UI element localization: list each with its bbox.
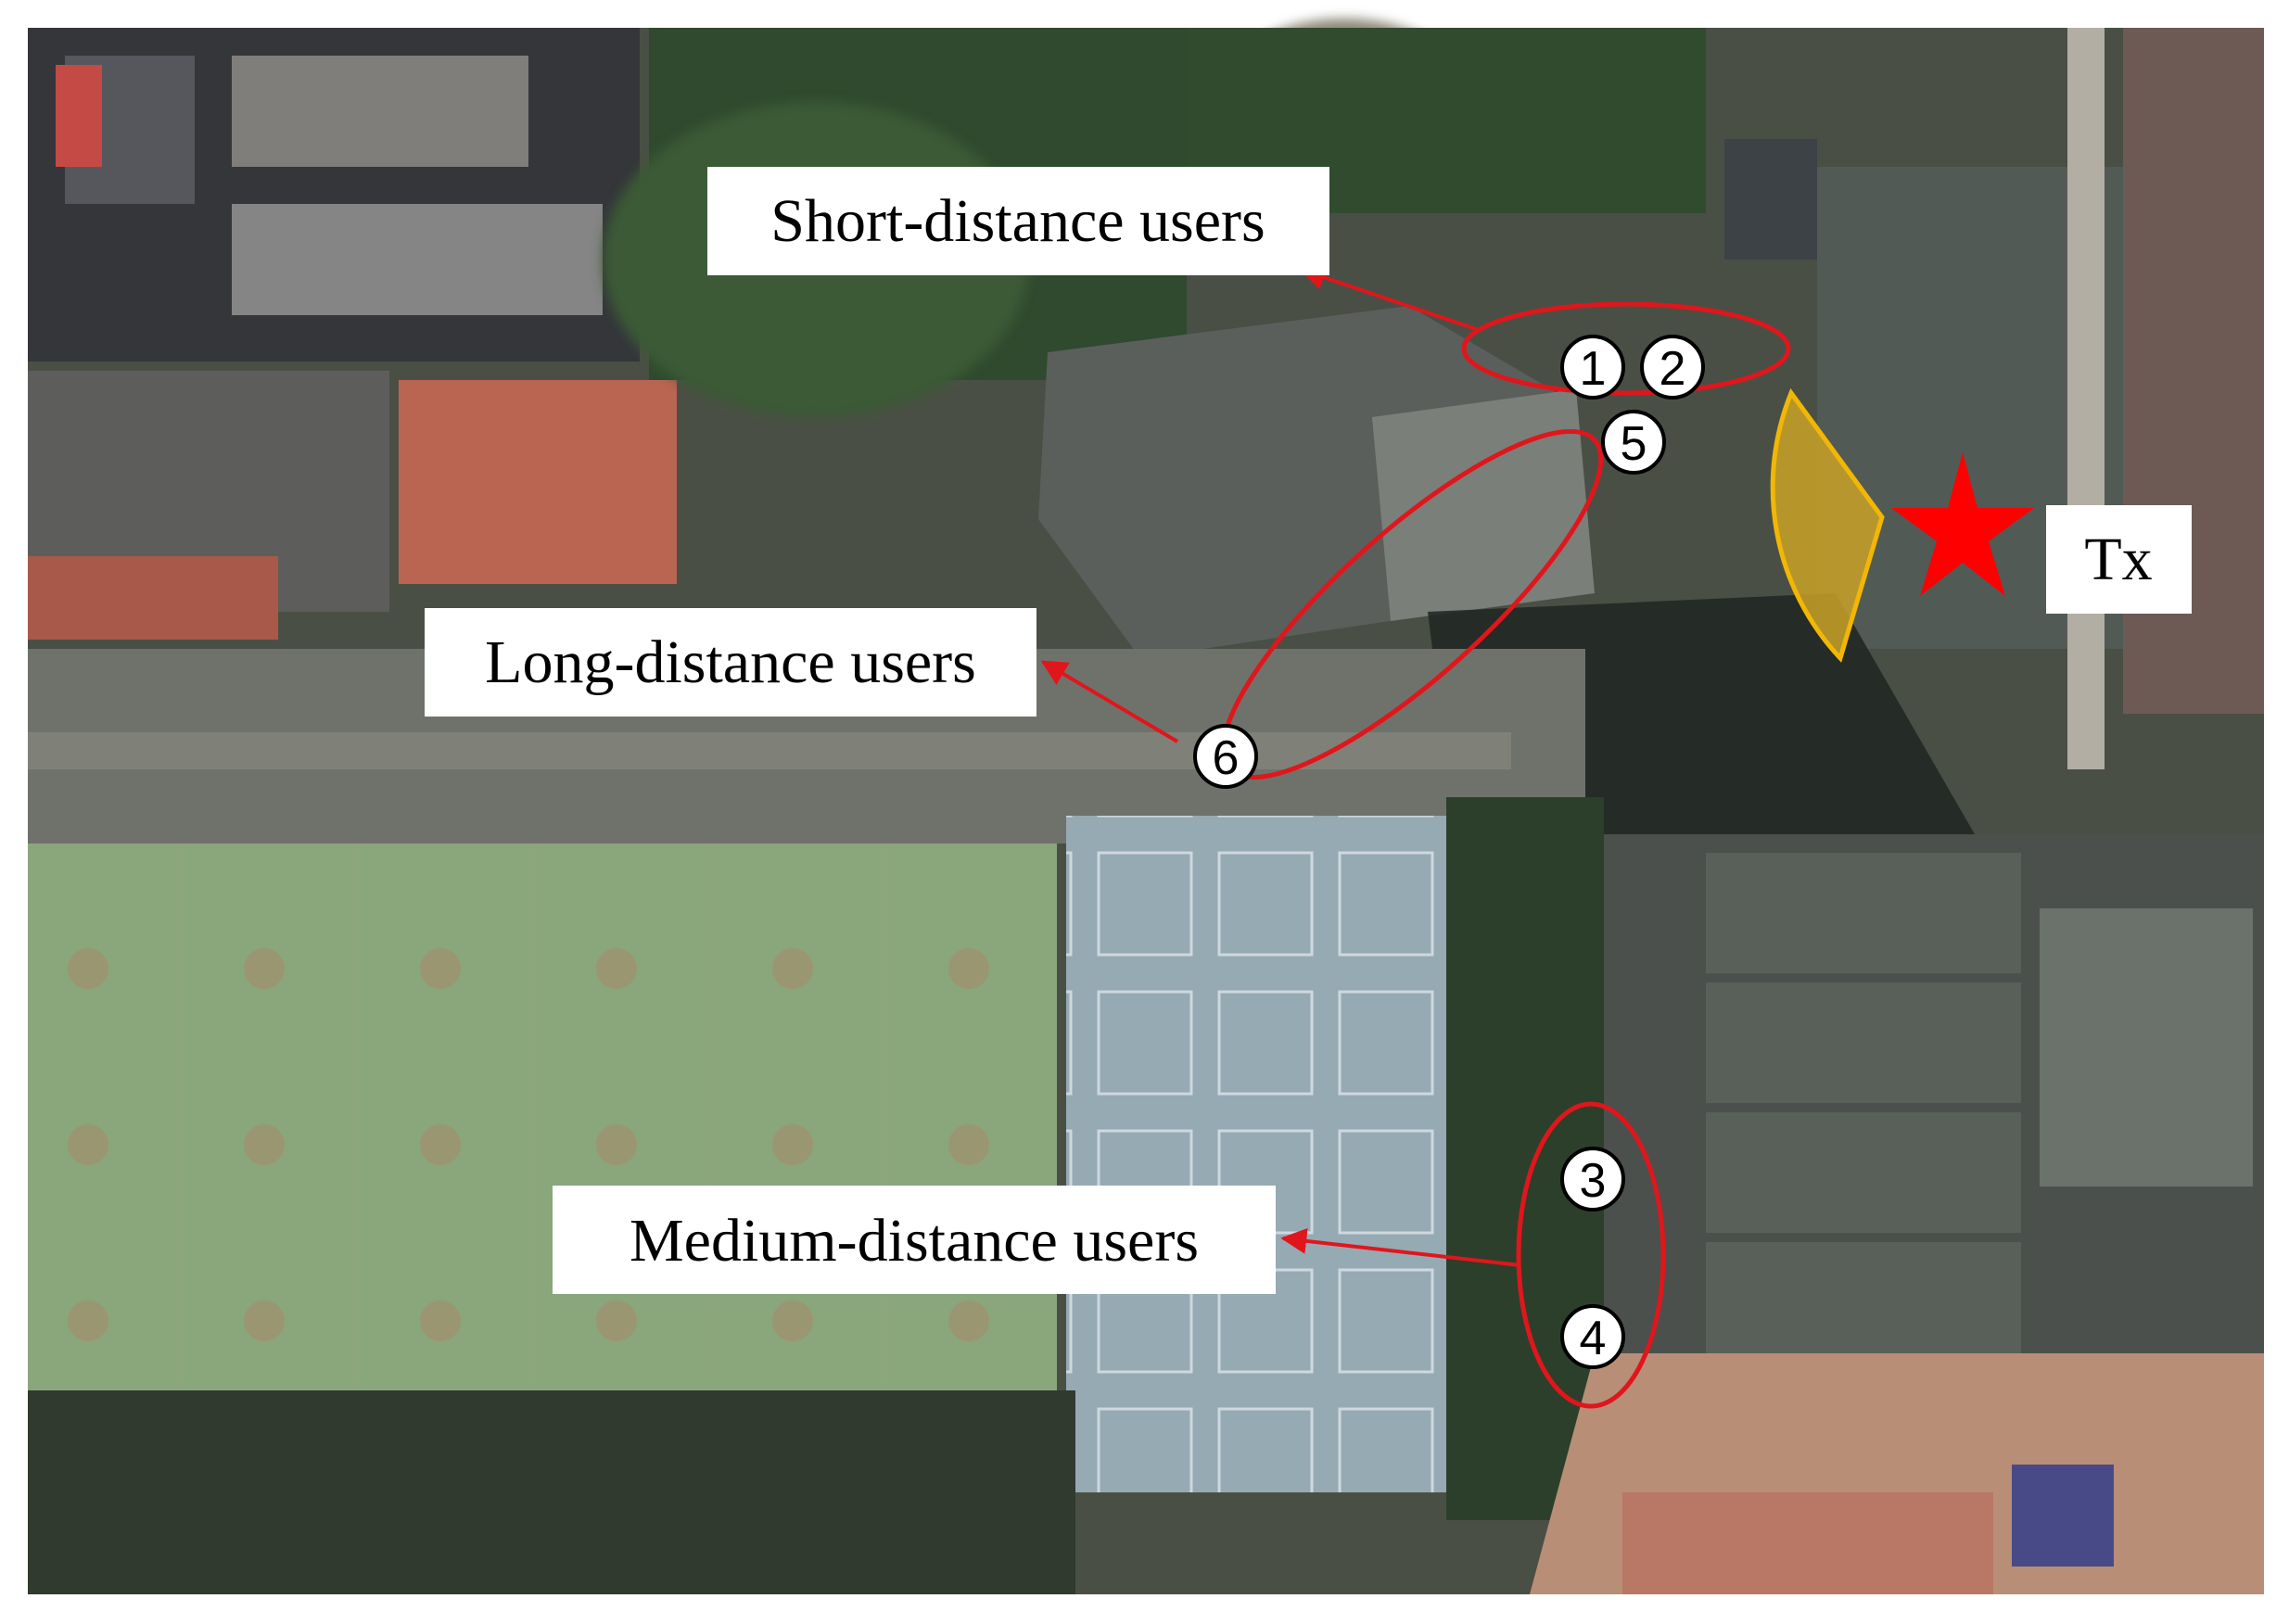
short-distance-ellipse (1461, 301, 1791, 396)
user-marker-3-label: 3 (1580, 1154, 1607, 1208)
roof-block (1724, 139, 1817, 260)
tennis-markings (1066, 816, 1456, 1492)
user-marker-1: 1 (1560, 335, 1625, 400)
roof-block (1706, 1112, 2021, 1233)
user-marker-4-label: 4 (1580, 1312, 1607, 1365)
roof-block (1372, 389, 1595, 621)
tx-label-text: Tx (2084, 526, 2152, 593)
roof-red-patch (56, 65, 102, 167)
solar-panels (232, 204, 603, 315)
roof-block (1706, 983, 2021, 1103)
user-marker-4: 4 (1560, 1304, 1625, 1369)
court-markings (28, 844, 1057, 1400)
road-lane (28, 732, 1511, 769)
user-marker-5: 5 (1601, 410, 1666, 475)
roof-block (1706, 853, 2021, 973)
beam-sector-icon (1770, 387, 1885, 663)
user-marker-3: 3 (1560, 1147, 1625, 1212)
medium-distance-arrow (1280, 1227, 1521, 1267)
tx-label: Tx (2046, 505, 2192, 614)
red-roof-building (399, 380, 677, 584)
short-distance-label-text: Short-distance users (770, 187, 1265, 255)
roof-block (1706, 1242, 2021, 1363)
user-marker-5-label: 5 (1621, 417, 1647, 471)
medium-distance-label: Medium-distance users (553, 1186, 1276, 1294)
user-marker-6-label: 6 (1213, 731, 1240, 785)
user-marker-6: 6 (1193, 724, 1258, 789)
short-distance-label: Short-distance users (707, 167, 1329, 275)
user-marker-2-label: 2 (1660, 342, 1686, 396)
long-distance-label-text: Long-distance users (485, 628, 976, 696)
roof-block (2040, 908, 2253, 1186)
sidewalk (2067, 28, 2105, 769)
red-track (1622, 1492, 1993, 1594)
roof-block (232, 56, 528, 167)
trees-bottom (28, 1390, 1075, 1594)
blue-roof (2012, 1465, 2114, 1567)
star-icon (1891, 452, 2034, 596)
short-distance-arrow (1299, 264, 1480, 332)
long-distance-label: Long-distance users (425, 608, 1036, 717)
medium-distance-ellipse (1516, 1101, 1666, 1409)
medium-distance-label-text: Medium-distance users (629, 1207, 1199, 1275)
user-marker-1-label: 1 (1580, 342, 1607, 396)
long-distance-arrow (1040, 660, 1179, 743)
user-marker-2: 2 (1640, 335, 1705, 400)
red-roof-strip (28, 556, 278, 640)
